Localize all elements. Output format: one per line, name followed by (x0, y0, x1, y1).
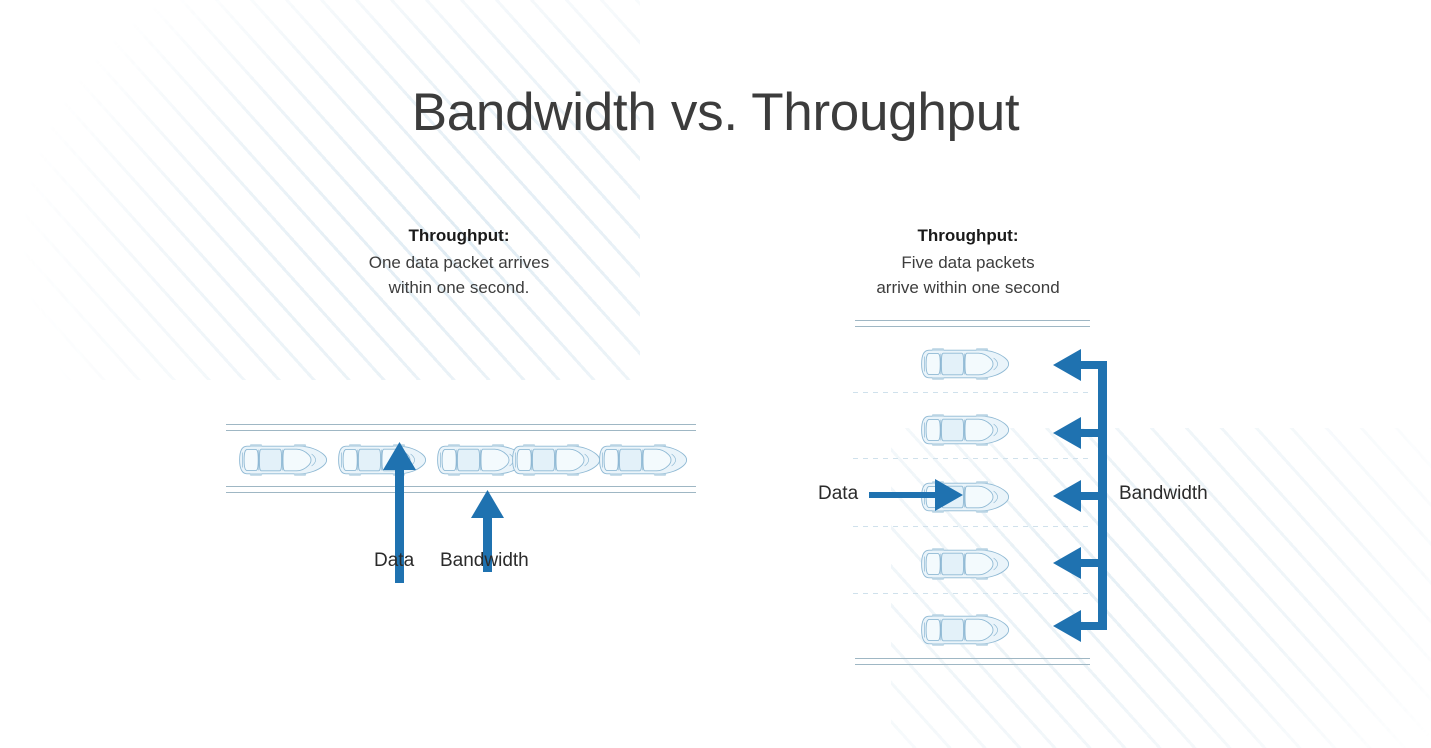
right-caption: Throughput: Five data packets arrive wit… (818, 223, 1118, 300)
car-top-view-icon (920, 347, 1010, 381)
arrow-right-icon (869, 479, 963, 511)
right-caption-heading: Throughput: (917, 226, 1019, 245)
arrow-up-icon (471, 490, 504, 572)
left-data-label: Data (374, 550, 415, 571)
right-caption-line-2: arrive within one second (876, 278, 1060, 297)
left-road-bottom-edge (226, 486, 696, 493)
left-caption: Throughput: One data packet arrives with… (309, 223, 609, 300)
right-road-diagram: Data Bandwidth (818, 316, 1265, 676)
car-top-view-icon (598, 443, 688, 477)
left-caption-heading: Throughput: (408, 226, 510, 245)
arrow-left-icon (1053, 610, 1103, 642)
page-title: Bandwidth vs. Throughput (411, 83, 1020, 142)
lane-divider (853, 526, 1090, 527)
car-top-view-icon (920, 413, 1010, 447)
arrow-up-icon (383, 442, 416, 583)
decorative-diagonal-stripes-top-left (0, 0, 640, 380)
right-road-top-edge (855, 320, 1090, 327)
left-caption-line-1: One data packet arrives (368, 253, 550, 272)
right-road-bottom-edge (855, 658, 1090, 665)
lane-divider (853, 458, 1090, 459)
car-top-view-icon (920, 547, 1010, 581)
arrow-left-icon (1053, 547, 1103, 579)
car-top-view-icon (436, 443, 526, 477)
car-top-view-icon (238, 443, 328, 477)
left-caption-line-2: within one second. (388, 278, 530, 297)
left-bandwidth-label: Bandwidth (440, 550, 529, 571)
lane-divider (853, 593, 1090, 594)
left-road-top-edge (226, 424, 696, 431)
right-caption-line-1: Five data packets (901, 253, 1035, 272)
arrow-left-icon (1053, 349, 1103, 381)
left-panel-arrow-layer (383, 442, 504, 583)
right-bandwidth-label: Bandwidth (1119, 483, 1208, 504)
left-road-diagram: Data Bandwidth (226, 418, 696, 598)
lane-divider (853, 392, 1090, 393)
right-data-label: Data (818, 483, 859, 504)
right-panel-arrow-layer (869, 349, 1107, 642)
car-top-view-icon (920, 613, 1010, 647)
arrow-left-icon (1053, 417, 1103, 449)
arrow-left-icon (1053, 480, 1103, 512)
car-top-view-icon (511, 443, 601, 477)
